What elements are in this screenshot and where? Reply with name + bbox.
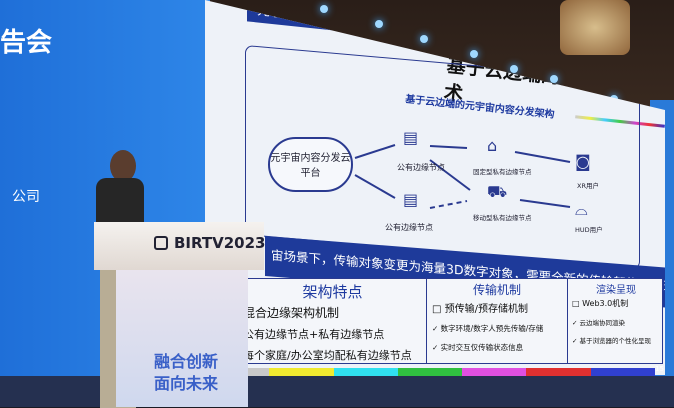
column-item: □ Web3.0机制 — [572, 299, 629, 308]
arrow — [519, 199, 571, 208]
column-heading: 渲染呈现 — [596, 285, 636, 296]
vr-headset-icon: ◙ — [575, 152, 591, 171]
stage-light — [320, 5, 328, 13]
arrow — [429, 145, 468, 149]
house-icon: ⌂ — [487, 136, 498, 155]
column-item: □ 预传输/预存储机制 — [432, 304, 528, 315]
node-label: 移动型私有边缘节点 — [473, 214, 532, 222]
cloud-platform: 元宇宙内容分发云平台 — [268, 137, 353, 192]
birtv-logo-icon — [154, 236, 168, 250]
column-heading: 架构特点 — [302, 283, 363, 301]
arrow — [354, 174, 396, 199]
column-item: ✓ 基于浏览器的个性化呈现 — [572, 337, 652, 345]
arrow — [514, 151, 571, 163]
column-item: 混合边缘架构机制 — [243, 306, 340, 320]
column-transmission: 传输机制 □ 预传输/预存储机制 ✓ 数字环境/数字人预先传输/存储 ✓ 实时交… — [427, 279, 568, 363]
hud-icon: ⌓ — [575, 200, 588, 219]
arrow — [429, 159, 471, 191]
stripe-segment — [269, 368, 334, 376]
user-label: XR用户 — [577, 182, 599, 190]
podium: BIRTV2023 融合创新 面向未来 — [94, 222, 266, 407]
column-item: ✓ 数字环境/数字人预先传输/存储 — [432, 324, 544, 333]
stage-light — [510, 65, 518, 73]
backdrop-text: 告会 — [0, 28, 53, 58]
stripe-segment — [590, 368, 655, 376]
podium-slogan: 面向未来 — [154, 374, 219, 393]
diagram-arrows — [354, 144, 571, 209]
arrow — [354, 144, 396, 159]
stripe-segment — [397, 368, 463, 376]
column-architecture: 架构特点 混合边缘架构机制 公有边缘节点+私有边缘节点 每个家庭/办公室均配私有… — [239, 279, 427, 363]
arrow — [429, 200, 468, 209]
backdrop-text: 公司 — [12, 189, 40, 205]
podium-top: BIRTV2023 — [94, 222, 266, 270]
stage-light — [420, 35, 428, 43]
user-label: HUD用户 — [575, 226, 603, 234]
column-item: 公有边缘节点+私有边缘节点 — [243, 328, 385, 341]
color-stripe — [205, 368, 655, 376]
podium-brand: BIRTV2023 — [174, 234, 266, 252]
stage-light — [550, 75, 558, 83]
truck-icon: ⛟ — [487, 182, 508, 201]
podium-body: 融合创新 面向未来 — [116, 270, 248, 407]
column-item: ✓ 云边端协同渲染 — [572, 319, 626, 327]
podium-slogan: 融合创新 — [154, 352, 219, 371]
feature-table: 架构特点 混合边缘架构机制 公有边缘节点+私有边缘节点 每个家庭/办公室均配私有… — [238, 278, 663, 364]
column-item: ✓ 实时交互仅传输状态信息 — [432, 343, 524, 352]
node-label: 固定型私有边缘节点 — [473, 168, 532, 176]
column-heading: 传输机制 — [472, 283, 521, 297]
stage-light — [470, 50, 478, 58]
node-label: 公有边缘节点 — [385, 223, 433, 232]
column-item: 每个家庭/办公室均配私有边缘节点 — [243, 349, 412, 362]
stripe-segment — [333, 368, 398, 376]
stripe-segment — [526, 368, 591, 376]
server-icon: ▤ — [403, 128, 419, 147]
chandelier — [560, 0, 630, 55]
column-rendering: 渲染呈现 □ Web3.0机制 ✓ 云边端协同渲染 ✓ 基于浏览器的个性化呈现 — [568, 279, 664, 363]
speaker-head — [110, 150, 136, 182]
node-label: 公有边缘节点 — [397, 163, 445, 172]
server-icon: ▤ — [403, 190, 419, 209]
stage-light — [375, 20, 383, 28]
page-number: 15 — [655, 365, 664, 373]
stripe-segment — [462, 368, 527, 376]
